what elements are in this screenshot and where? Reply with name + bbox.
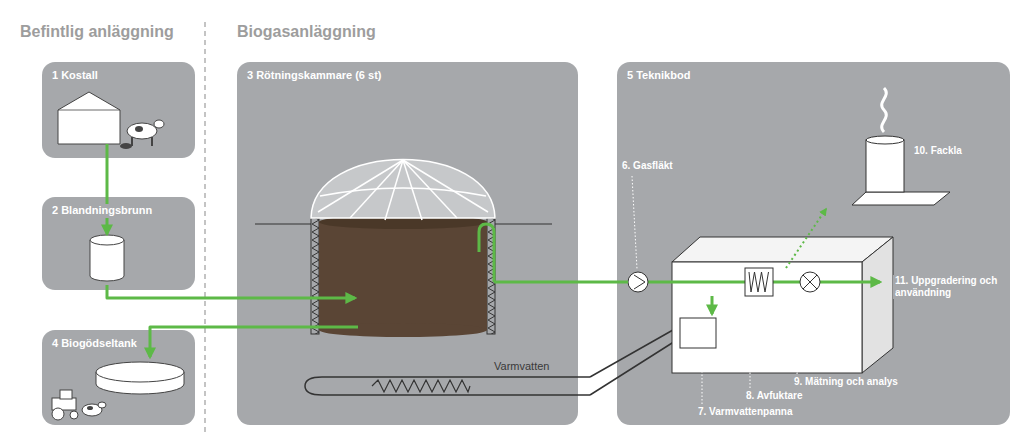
panel-title: 1 Kostall bbox=[50, 69, 100, 83]
digester-tank bbox=[311, 160, 495, 219]
callout-label: 8. Avfuktare bbox=[744, 390, 805, 402]
hot-water-pipe bbox=[590, 326, 680, 395]
pipe-label: Varmvatten bbox=[492, 360, 551, 373]
technical-shed-box bbox=[672, 262, 862, 373]
flow-arrow bbox=[150, 327, 358, 357]
leader-line bbox=[750, 299, 751, 388]
tractor-icon bbox=[70, 411, 78, 419]
panel-title: 2 Blandningsbrunn bbox=[50, 204, 154, 218]
tractor-icon bbox=[52, 390, 106, 420]
mixing-well-icon bbox=[90, 235, 124, 281]
tractor-icon bbox=[87, 406, 93, 410]
hot-water-pipe bbox=[305, 377, 590, 395]
digester-tank bbox=[385, 160, 403, 220]
panel-title: 4 Biogödseltank bbox=[50, 337, 139, 351]
digester-tank bbox=[479, 224, 494, 282]
gas-line bbox=[648, 281, 800, 284]
tractor-icon bbox=[60, 390, 72, 399]
callout-label: 7. Varmvattenpanna bbox=[696, 406, 794, 418]
meter-symbol bbox=[800, 272, 820, 292]
digester-tank bbox=[319, 323, 487, 337]
digester-tank bbox=[320, 188, 486, 196]
leader-line bbox=[702, 351, 703, 404]
cow-icon bbox=[135, 126, 143, 132]
digester-tank bbox=[403, 160, 488, 212]
technical-shed-box bbox=[672, 237, 893, 262]
dehumidifier-symbol bbox=[745, 268, 773, 296]
leader-line bbox=[797, 295, 806, 374]
divider bbox=[204, 22, 205, 432]
cow-icon bbox=[127, 123, 157, 139]
tractor-icon bbox=[52, 408, 64, 420]
cow-icon bbox=[120, 143, 132, 149]
gas-line bbox=[648, 209, 880, 314]
leader-line bbox=[632, 176, 806, 404]
digestate-tank-icon bbox=[96, 362, 184, 394]
callout-label: 6. Gasfläkt bbox=[620, 160, 675, 172]
panel-title: 5 Teknikbod bbox=[625, 69, 692, 83]
flare-icon bbox=[866, 136, 904, 144]
callout-label: 10. Fackla bbox=[912, 145, 964, 157]
dehumidifier-symbol bbox=[745, 268, 773, 296]
gas-fan-symbol bbox=[628, 272, 648, 292]
barn-icon bbox=[58, 92, 120, 144]
digestate-tank-icon bbox=[96, 362, 184, 382]
digester-tank bbox=[318, 160, 488, 220]
hot-water-pipe bbox=[305, 326, 680, 395]
cow-icon bbox=[154, 120, 164, 128]
panel-title: 3 Rötningskammare (6 st) bbox=[245, 69, 383, 83]
dehumidifier-symbol bbox=[749, 272, 769, 292]
technical-shed-box bbox=[672, 237, 893, 373]
leader-line bbox=[632, 176, 637, 269]
gas-fan-symbol bbox=[634, 275, 645, 289]
mixing-well-icon bbox=[90, 240, 124, 281]
section-heading: Biogasanläggning bbox=[235, 22, 378, 41]
cow-icon bbox=[151, 137, 153, 146]
flare-icon bbox=[852, 192, 950, 205]
flow-arrow bbox=[106, 144, 109, 234]
boiler-symbol bbox=[680, 318, 716, 348]
meter-symbol bbox=[803, 275, 817, 289]
barn-icon bbox=[58, 92, 120, 144]
flare-icon bbox=[882, 88, 887, 132]
callout-label: 11. Uppgradering och användning bbox=[893, 275, 1009, 299]
flare-icon bbox=[866, 140, 904, 192]
gas-line bbox=[786, 209, 826, 268]
mixing-well-icon bbox=[90, 235, 124, 245]
hot-water-pipe bbox=[372, 380, 470, 392]
boiler-symbol bbox=[680, 318, 716, 348]
gas-line bbox=[711, 296, 714, 314]
digester-tank bbox=[319, 222, 487, 330]
barn-icon bbox=[58, 110, 120, 111]
tractor-icon bbox=[98, 402, 106, 408]
digester-tank bbox=[255, 224, 311, 225]
digester-tank bbox=[495, 224, 552, 225]
flow-arrow bbox=[107, 285, 355, 298]
digester-tank bbox=[255, 160, 552, 338]
digester-tank bbox=[403, 160, 422, 220]
digester-tank bbox=[311, 218, 319, 334]
meter-symbol bbox=[800, 272, 820, 292]
callout-label: 9. Mätning och analys bbox=[792, 376, 900, 388]
cow-icon bbox=[120, 120, 164, 149]
technical-shed-box bbox=[862, 237, 893, 373]
gas-line bbox=[820, 281, 880, 284]
flow-arrow bbox=[494, 281, 628, 284]
section-heading: Befintlig anläggning bbox=[18, 22, 176, 41]
gas-fan-symbol bbox=[628, 272, 648, 292]
